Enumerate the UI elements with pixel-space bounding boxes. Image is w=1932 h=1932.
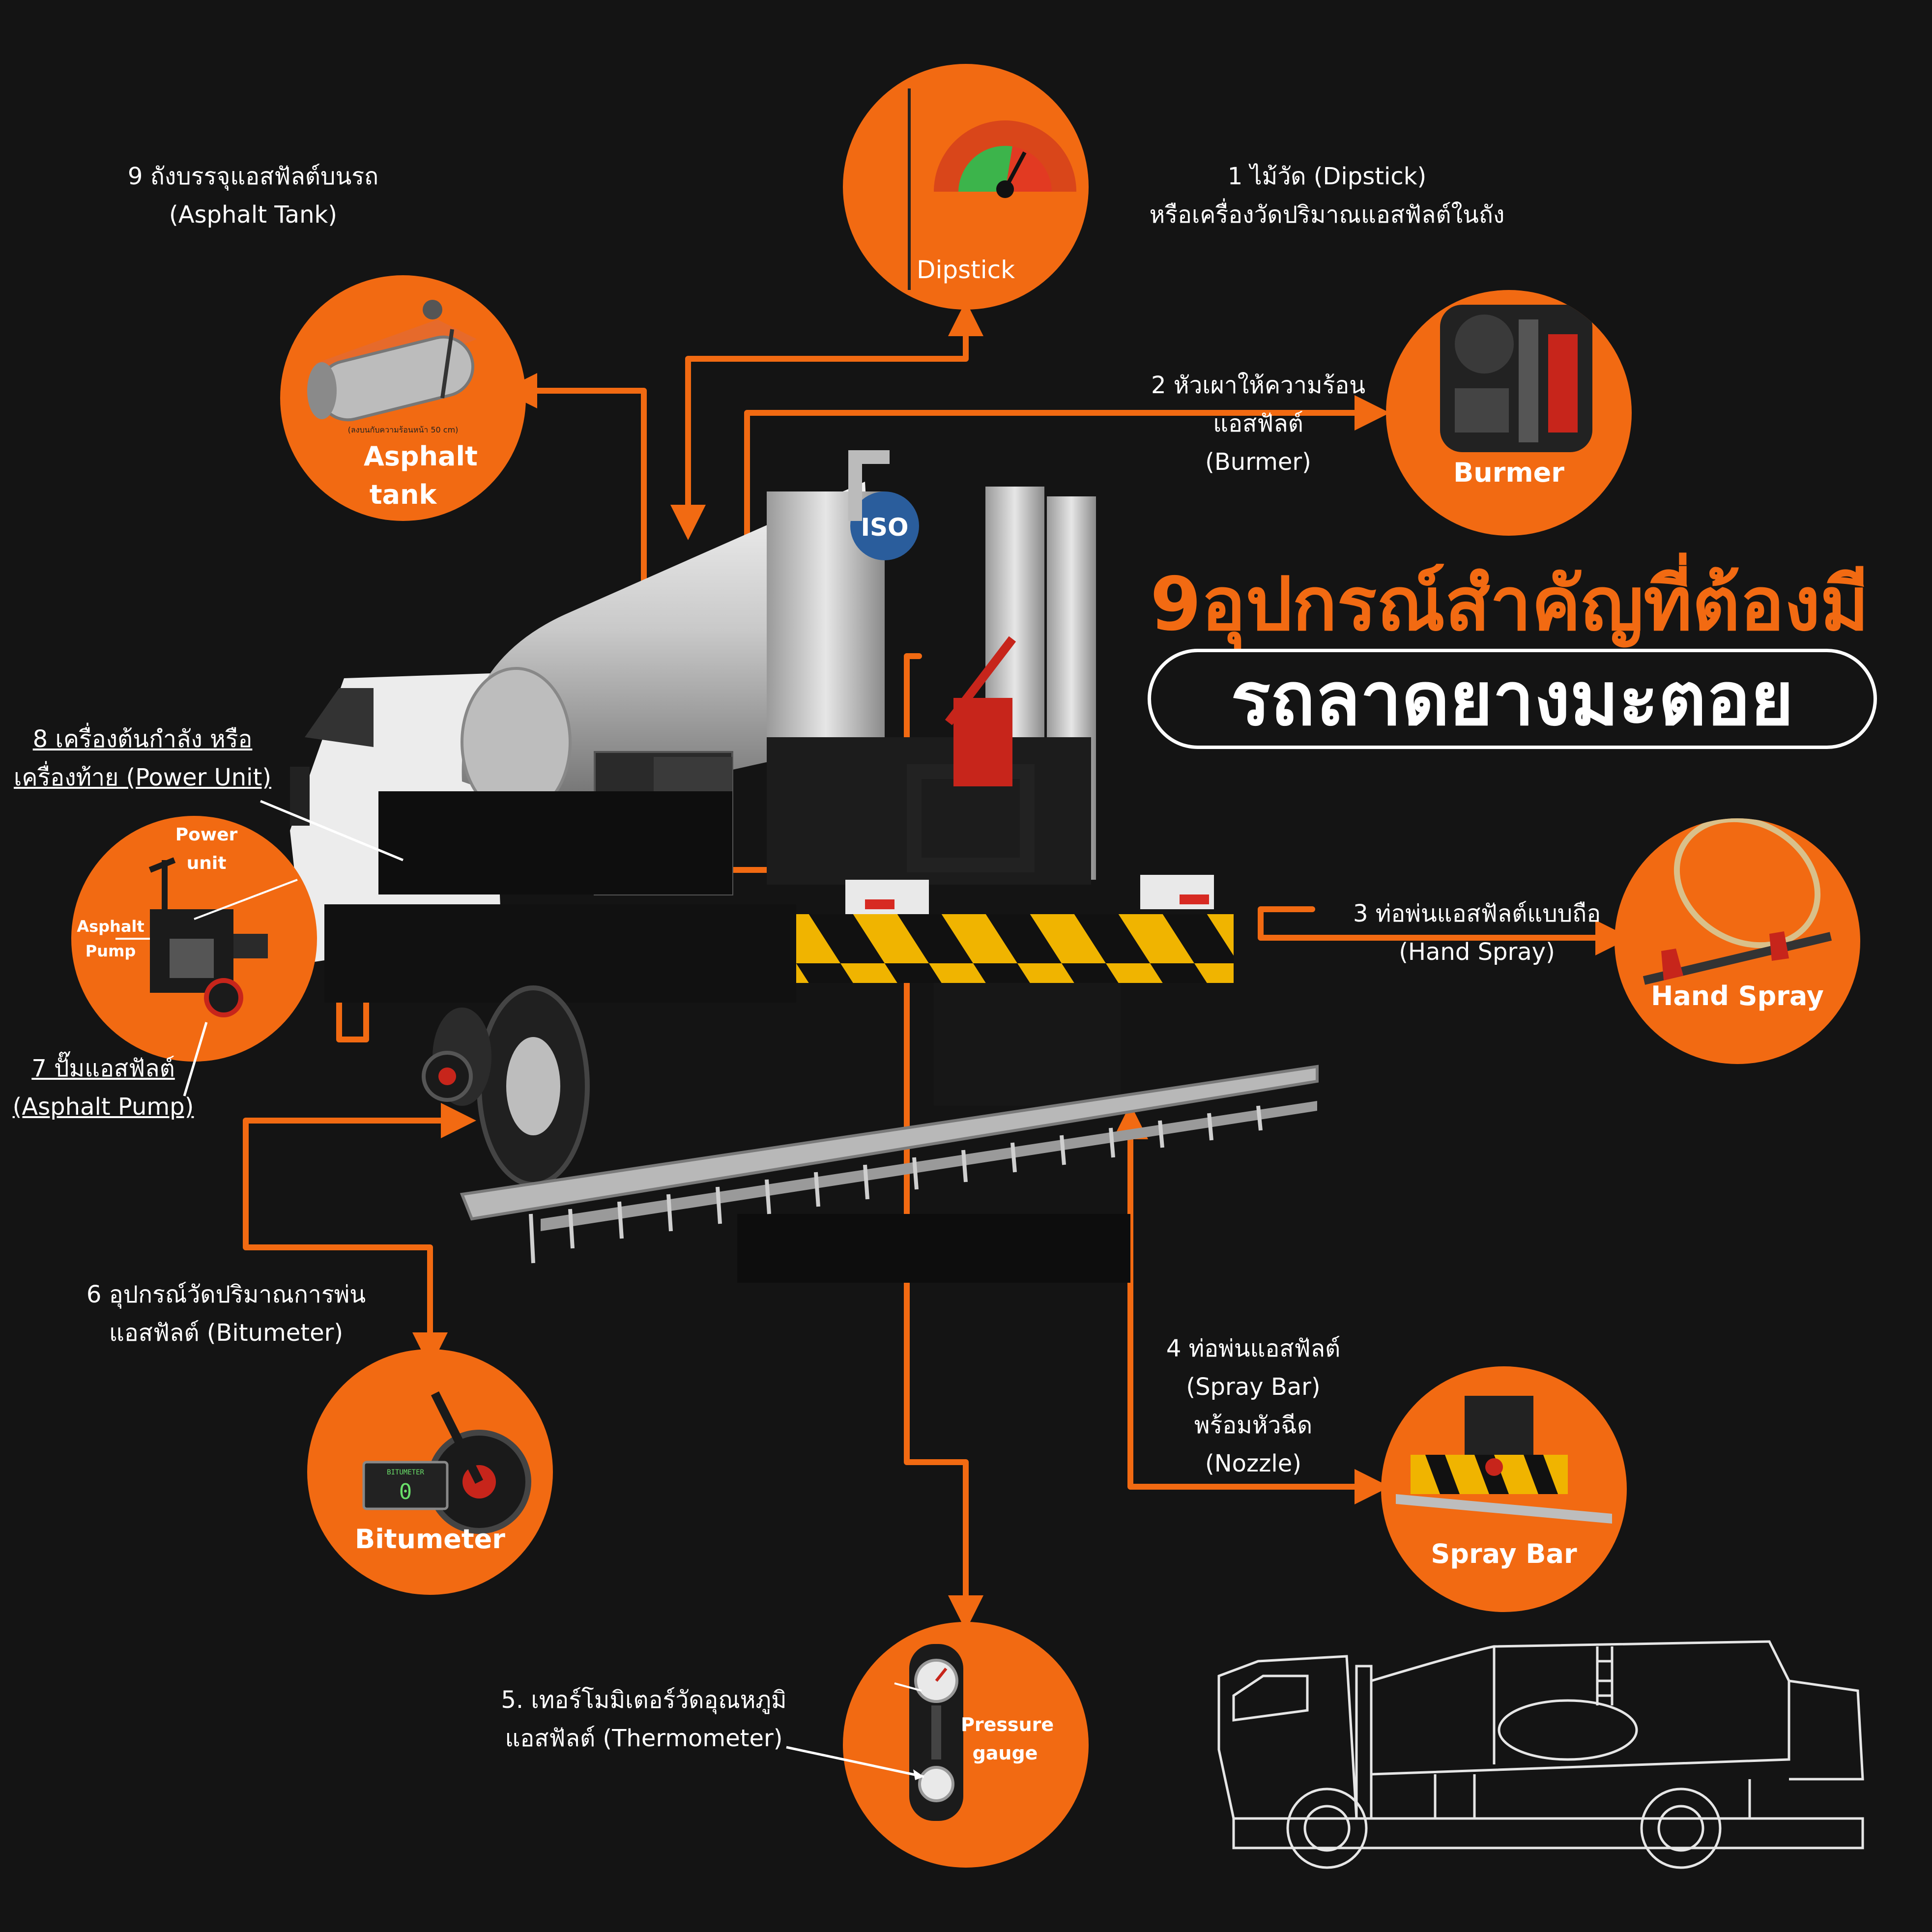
iso-badge-text: ISO <box>861 513 908 542</box>
bitumeter-screen-text: BITUMETER <box>387 1469 424 1476</box>
circle-label-power-unit: Power unit <box>175 825 238 873</box>
bitumeter-reading-text: 0 <box>399 1479 412 1504</box>
caption-asphalt-pump: 7 ปั๊มแอสฟัลต์ (Asphalt Pump) <box>12 1055 194 1121</box>
arrow-bitumeter <box>243 1103 476 1368</box>
caption-burner: 2 หัวเผาให้ความร้อน แอสฟัลต์ (Burmer) <box>1151 372 1366 476</box>
caption-power-unit: 8 เครื่องต้นกำลัง หรือ เครื่องท้าย (Powe… <box>13 725 272 791</box>
circle-dipstick: Dipstick <box>843 64 1089 310</box>
circle-label-bitumeter: Bitumeter <box>355 1524 505 1555</box>
circle-label-asphalt-pump: Asphalt Pump <box>77 917 144 960</box>
circle-burner: Burmer <box>1386 290 1632 536</box>
circle-label-hand-spray: Hand Spray <box>1651 980 1824 1011</box>
caption-bitumeter: 6 อุปกรณ์วัดปริมาณการพ่น แอสฟัลต์ (Bitum… <box>86 1281 366 1347</box>
headline-subtitle-box: รถลาดยางมะตอย <box>1148 649 1877 749</box>
tank-note-text: (ลงบนกับความร้อนหน้า 50 cm) <box>348 425 459 434</box>
caption-hand-spray: 3 ท่อพ่นแอสฟัลต์แบบถือ (Hand Spray) <box>1353 900 1601 966</box>
circle-label-burner: Burmer <box>1453 457 1564 488</box>
circle-bitumeter: BITUMETER 0 Bitumeter <box>307 1349 553 1595</box>
asphalt-tank-icon: (ลงบนกับความร้อนหน้า 50 cm) <box>307 300 477 434</box>
arrow-hand-spray <box>1258 909 1622 938</box>
circle-pressure-gauge: Pressure gauge <box>843 1622 1089 1868</box>
circle-spray-bar: Spray Bar <box>1381 1366 1627 1612</box>
arrow-pressure-gauge <box>904 653 983 1631</box>
headline-title: 9อุปกรณ์สำคัญที่ต้องมี <box>1150 562 1869 647</box>
caption-dipstick: 1 ไม้วัด (Dipstick) หรือเครื่องวัดปริมาณ… <box>1149 163 1505 229</box>
burner-icon <box>1440 305 1592 452</box>
hand-spray-icon <box>1643 818 1832 985</box>
circle-label-asphalt-tank: Asphalt tank <box>364 441 478 510</box>
caption-asphalt-tank: 9 ถังบรรจุแอสฟัลต์บนรถ (Asphalt Tank) <box>127 163 379 229</box>
spray-bar-icon <box>1396 1396 1612 1524</box>
asphalt-pump-icon <box>115 857 298 1017</box>
caption-thermometer: 5. เทอร์โมมิเตอร์วัดอุณหภูมิ แอสฟัลต์ (T… <box>501 1686 787 1752</box>
circle-hand-spray: Hand Spray <box>1615 818 1860 1064</box>
circle-label-dipstick: Dipstick <box>916 256 1015 284</box>
arrow-dipstick <box>670 301 983 540</box>
caption-spray-bar: 4 ท่อพ่นแอสฟัลต์ (Spray Bar) พร้อมหัวฉีด… <box>1166 1335 1341 1477</box>
circle-asphalt-tank: (ลงบนกับความร้อนหน้า 50 cm) Asphalt tank <box>280 275 526 521</box>
headline-subtitle: รถลาดยางมะตอย <box>1231 657 1794 742</box>
circle-label-pressure-gauge: Pressure gauge <box>961 1714 1054 1764</box>
bitumeter-icon: BITUMETER 0 <box>362 1391 531 1534</box>
circle-power-unit: Power unit Asphalt Pump <box>71 816 317 1062</box>
dipstick-gauge-icon <box>908 88 1076 290</box>
circle-label-spray-bar: Spray Bar <box>1431 1538 1577 1569</box>
